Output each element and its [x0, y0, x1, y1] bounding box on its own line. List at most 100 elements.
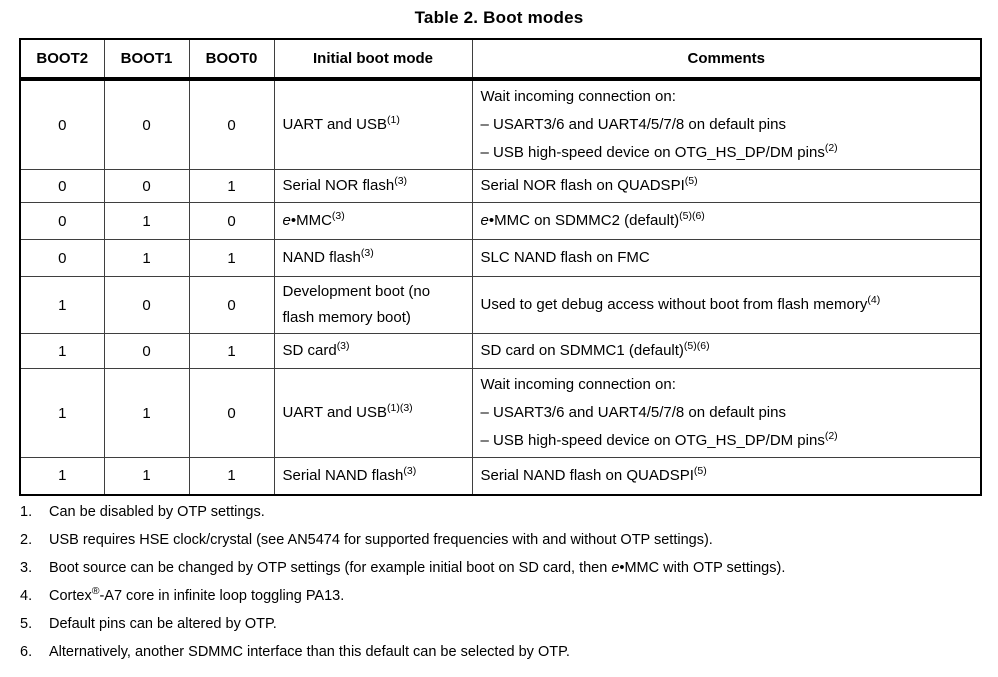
cell-boot0: 0: [188, 202, 275, 240]
cell-line: SD card on SDMMC1 (default)(5)(6): [481, 337, 973, 365]
text-segment: Can be disabled by OTP settings.: [49, 504, 265, 520]
cell-comments: Used to get debug access without boot fr…: [471, 276, 982, 334]
cell-boot1: 0: [103, 169, 190, 203]
cell-boot1: 0: [103, 78, 190, 170]
boot-modes-table: BOOT2 BOOT1 BOOT0 Initial boot mode Comm…: [19, 38, 982, 496]
cell-boot1: 0: [103, 276, 190, 334]
footnote-text: Alternatively, another SDMMC interface t…: [49, 643, 982, 662]
footnote-number: 3.: [20, 560, 33, 576]
text-segment: Used to get debug access without boot fr…: [480, 296, 868, 313]
cell-initial-boot-mode: Serial NAND flash(3): [273, 457, 473, 495]
cell-boot0: 0: [188, 276, 275, 334]
cell-boot2: 0: [19, 239, 105, 277]
text-segment: •MMC: [290, 212, 332, 229]
footnote-reference: (2): [824, 142, 838, 154]
text-segment: Alternatively, another SDMMC interface t…: [49, 644, 570, 660]
footnote-reference: (3): [403, 464, 417, 477]
footnote-text: Boot source can be changed by OTP settin…: [49, 559, 982, 578]
cell-boot1: 1: [103, 202, 190, 240]
footnote-reference: (3): [394, 175, 408, 187]
cell-boot0: 1: [188, 169, 275, 203]
table-title: Table 2. Boot modes: [414, 8, 584, 27]
text-segment: – USB high-speed device on OTG_HS_DP/DM …: [480, 432, 825, 449]
cell-comments: Wait incoming connection on: – USART3/6 a…: [471, 78, 982, 170]
cell-line: e•MMC on SDMMC2 (default)(5)(6): [481, 207, 973, 235]
cell-boot1: 0: [103, 333, 190, 369]
footnote-text: USB requires HSE clock/crystal (see AN54…: [49, 531, 982, 550]
text-segment: Serial NAND flash on QUADSPI: [480, 466, 694, 484]
cell-boot2: 0: [19, 78, 105, 170]
cell-comments: Serial NOR flash on QUADSPI(5): [471, 169, 982, 203]
cell-boot2: 1: [19, 333, 105, 369]
text-segment: Default pins can be altered by OTP.: [49, 616, 277, 632]
cell-initial-boot-mode: SD card(3): [273, 333, 473, 369]
text-segment: e: [282, 212, 291, 229]
cell-comments: SD card on SDMMC1 (default)(5)(6): [471, 333, 982, 369]
cell-boot1: 1: [103, 457, 190, 495]
cell-boot2: 1: [19, 276, 105, 334]
cell-boot2: 1: [19, 368, 105, 458]
footnote-reference: (5)(6): [679, 210, 705, 222]
header-row: BOOT2 BOOT1 BOOT0 Initial boot mode Comm…: [19, 38, 982, 81]
cell-line: e•MMC(3): [283, 208, 464, 234]
text-segment: SD card: [282, 342, 337, 359]
text-segment: Serial NAND flash: [282, 466, 404, 484]
cell-line: – USART3/6 and UART4/5/7/8 on default pi…: [481, 399, 973, 427]
cell-line: NAND flash(3): [283, 245, 464, 271]
cell-line: – USB high-speed device on OTG_HS_DP/DM …: [481, 427, 973, 455]
cell-line: – USART3/6 and UART4/5/7/8 on default pi…: [481, 111, 973, 139]
footnote-reference: (5)(6): [683, 340, 710, 352]
cell-comments: Serial NAND flash on QUADSPI(5): [471, 457, 982, 495]
footnote-number: 1.: [20, 504, 33, 520]
column-header-boot0: BOOT0: [188, 38, 275, 81]
cell-boot2: 0: [19, 169, 105, 203]
cell-line: – USB high-speed device on OTG_HS_DP/DM …: [481, 139, 973, 167]
cell-boot2: 0: [19, 202, 105, 240]
text-segment: Boot source can be changed by OTP settin…: [49, 560, 612, 576]
cell-comments: e•MMC on SDMMC2 (default)(5)(6): [471, 202, 982, 240]
footnote-number: 5.: [20, 616, 33, 632]
cell-line: Serial NOR flash(3): [283, 173, 464, 199]
text-segment: Wait incoming connection on:: [480, 88, 676, 105]
text-segment: Serial NOR flash: [282, 177, 395, 194]
cell-line: Serial NAND flash(3): [283, 463, 464, 489]
footnote: 1. Can be disabled by OTP settings.: [20, 503, 982, 522]
cell-boot1: 1: [103, 239, 190, 277]
footnote-reference: (5): [693, 464, 707, 477]
text-segment: e: [611, 560, 620, 576]
column-header-boot2: BOOT2: [19, 38, 105, 81]
cell-initial-boot-mode: UART and USB(1): [273, 78, 473, 170]
text-segment: NAND flash: [282, 249, 361, 266]
cell-line: SD card(3): [283, 338, 464, 364]
footnotes-list: 1. Can be disabled by OTP settings. 2. USB …: [20, 503, 982, 671]
footnote-reference: (1): [387, 114, 400, 126]
footnote-reference: (5): [684, 175, 698, 187]
cell-comments: Wait incoming connection on: – USART3/6 a…: [471, 368, 982, 458]
text-segment: -A7 core in infinite loop toggling PA13.: [99, 588, 345, 604]
footnote-reference: (4): [867, 294, 881, 306]
cell-boot0: 1: [188, 457, 275, 495]
text-segment: Serial NOR flash on QUADSPI: [480, 177, 685, 194]
text-segment: •MMC on SDMMC2 (default): [488, 212, 680, 229]
cell-boot0: 1: [188, 333, 275, 369]
cell-boot0: 0: [188, 78, 275, 170]
text-segment: USB requires HSE clock/crystal (see AN54…: [49, 532, 713, 548]
footnote-number: 2.: [20, 532, 33, 548]
text-segment: SD card on SDMMC1 (default): [480, 342, 684, 359]
column-header-comments: Comments: [471, 38, 982, 81]
text-segment: Wait incoming connection on:: [480, 376, 676, 393]
cell-boot1: 1: [103, 368, 190, 458]
cell-line: UART and USB(1): [283, 112, 464, 138]
footnote-number: 4.: [20, 588, 33, 604]
footnote-reference: (1)(3): [387, 402, 413, 414]
cell-line: Used to get debug access without boot fr…: [481, 291, 973, 319]
cell-line: UART and USB(1)(3): [283, 400, 464, 426]
text-segment: – USART3/6 and UART4/5/7/8 on default pi…: [480, 116, 786, 133]
cell-line: SLC NAND flash on FMC: [481, 244, 973, 272]
text-segment: SLC NAND flash on FMC: [480, 249, 650, 266]
